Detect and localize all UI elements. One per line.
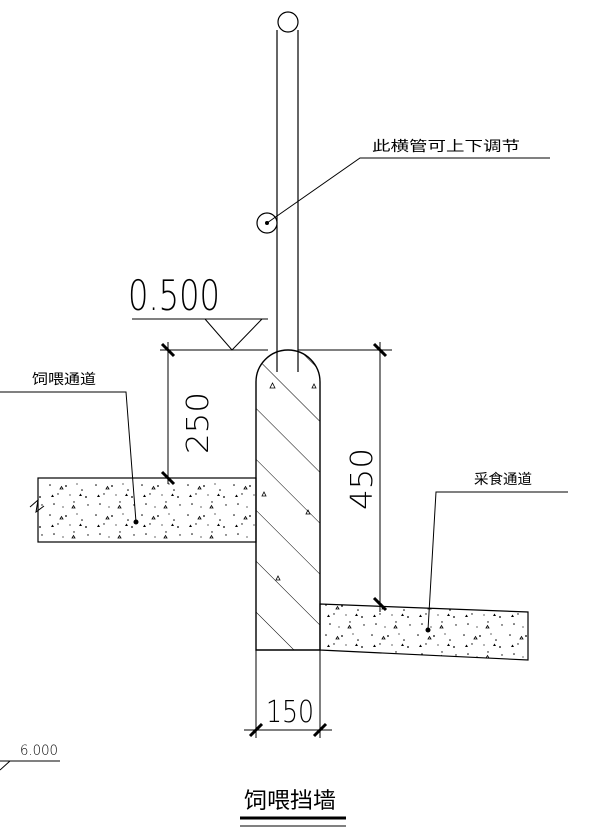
eating-channel-label: 采食通道 [474,471,532,488]
pipe-note-label: 此横管可上下调节 [372,139,520,155]
feeding-channel-leader [0,391,139,525]
pipe-note-leader [266,157,550,224]
dimension-150-value: 150 [266,695,314,730]
dimension-150 [244,650,332,738]
dimension-250 [160,342,176,486]
title-underline [240,816,346,827]
elevation-marker-side [0,760,60,771]
feeding-channel-label: 饲喂通道 [32,372,96,388]
retaining-wall [255,349,321,651]
drawing-title: 饲喂挡墙 [244,789,336,814]
elevation-top-value: 0.500 [128,271,220,320]
elevation-side-value: 6.000 [20,743,58,759]
dimension-250-value: 250 [181,392,216,454]
elevation-marker-top [132,318,268,351]
eating-channel-leader [425,491,568,633]
dimension-450-value: 450 [345,448,380,510]
dimension-450 [298,342,392,612]
vertical-pipe [276,11,299,372]
feeding-channel-slab [29,477,257,543]
eating-channel-slab [319,603,529,661]
